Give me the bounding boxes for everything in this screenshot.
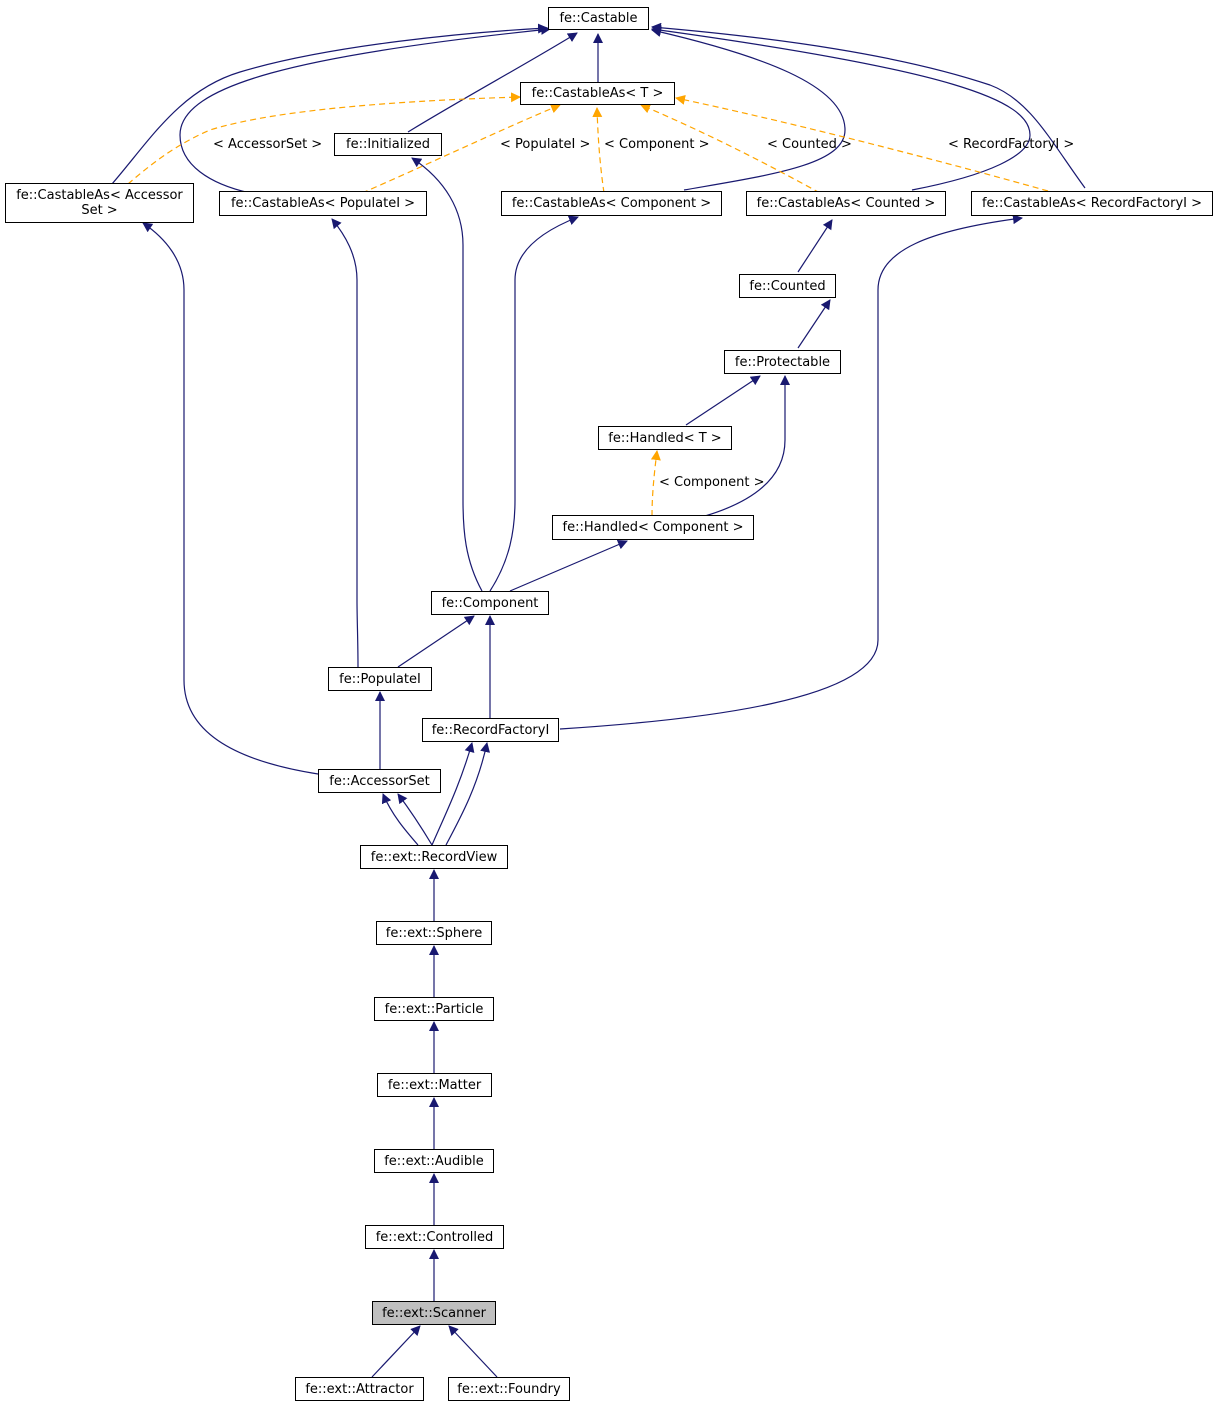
node-castableas-populatei[interactable]: fe::CastableAs< PopulateI > (219, 191, 427, 216)
edge-castableas-populatei-to-castable (179, 24, 551, 194)
node-recordview[interactable]: fe::ext::RecordView (360, 845, 508, 869)
node-populatei[interactable]: fe::PopulateI (328, 667, 432, 691)
edge-recordview-to-recordfactoryi-b (445, 742, 491, 846)
edge-label-recordfactoryi: < RecordFactoryI > (948, 137, 1075, 152)
edge-component-to-initialized (411, 157, 483, 592)
edge-component-to-castableas-component (489, 215, 579, 592)
edge-label-counted: < Counted > (767, 137, 852, 152)
node-controlled[interactable]: fe::ext::Controlled (365, 1225, 504, 1249)
node-castableas-accessorset[interactable]: fe::CastableAs< Accessor Set > (5, 183, 194, 223)
edge-label-populatei: < PopulateI > (500, 137, 591, 152)
edge-initialized-to-castable (407, 32, 578, 133)
node-recordfactoryi[interactable]: fe::RecordFactoryI (422, 718, 559, 742)
edge-castableas-counted-to-castable (651, 25, 1031, 191)
edge-protectable-to-counted (797, 299, 831, 349)
edge-castableas-accessorset-to-castable (111, 23, 548, 185)
edge-handled-component-to-protectable (704, 375, 790, 517)
node-initialized[interactable]: fe::Initialized (334, 133, 442, 156)
node-matter[interactable]: fe::ext::Matter (377, 1073, 492, 1097)
node-attractor[interactable]: fe::ext::Attractor (295, 1377, 424, 1401)
edge-label-handled-component: < Component > (659, 475, 765, 490)
edge-recordfactoryi-to-castableas-recordfactoryi (559, 214, 1023, 730)
node-castableas-recordfactoryi[interactable]: fe::CastableAs< RecordFactoryI > (971, 191, 1213, 216)
template-edge-handled-component (650, 450, 661, 517)
edge-handled-t-to-protectable (685, 375, 761, 426)
node-castable[interactable]: fe::Castable (548, 7, 649, 30)
edge-populatei-to-castableas-populatei (331, 218, 359, 668)
edge-populatei-to-component (397, 615, 475, 668)
template-edge-counted (640, 103, 821, 194)
node-accessorset[interactable]: fe::AccessorSet (318, 769, 441, 793)
edge-foundry-to-scanner (448, 1325, 498, 1378)
edge-recordview-to-accessorset-a (381, 793, 419, 846)
template-edge-accessorset (127, 92, 521, 185)
template-edge-populatei (361, 103, 561, 194)
node-castableas-t[interactable]: fe::CastableAs< T > (520, 82, 675, 105)
template-edge-component (592, 107, 605, 194)
edge-recordview-to-recordfactoryi-a (431, 742, 475, 846)
edge-component-to-handled-component (509, 539, 628, 592)
node-sphere[interactable]: fe::ext::Sphere (376, 921, 492, 945)
node-castableas-counted[interactable]: fe::CastableAs< Counted > (746, 191, 946, 216)
node-handled-component[interactable]: fe::Handled< Component > (552, 515, 754, 540)
node-handled-t[interactable]: fe::Handled< T > (598, 426, 732, 450)
node-castableas-component[interactable]: fe::CastableAs< Component > (501, 191, 722, 216)
template-edge-recordfactoryi (675, 94, 1049, 192)
node-protectable[interactable]: fe::Protectable (724, 350, 841, 374)
edge-castableas-component-to-castable (651, 27, 846, 191)
edge-counted-to-castableas-counted (797, 219, 833, 273)
node-particle[interactable]: fe::ext::Particle (374, 997, 494, 1021)
node-component[interactable]: fe::Component (431, 591, 549, 615)
edge-recordview-to-accessorset-b (397, 793, 433, 846)
node-foundry[interactable]: fe::ext::Foundry (448, 1377, 570, 1401)
node-audible[interactable]: fe::ext::Audible (374, 1149, 494, 1173)
node-counted[interactable]: fe::Counted (739, 274, 836, 298)
node-scanner[interactable]: fe::ext::Scanner (372, 1301, 496, 1325)
edge-castableas-recordfactoryi-to-castable (651, 22, 1086, 189)
edge-accessorset-to-castableas-accessorset (142, 222, 319, 775)
edge-label-accessorset: < AccessorSet > (213, 137, 323, 152)
edge-attractor-to-scanner (371, 1325, 421, 1378)
edge-label-component: < Component > (604, 137, 710, 152)
